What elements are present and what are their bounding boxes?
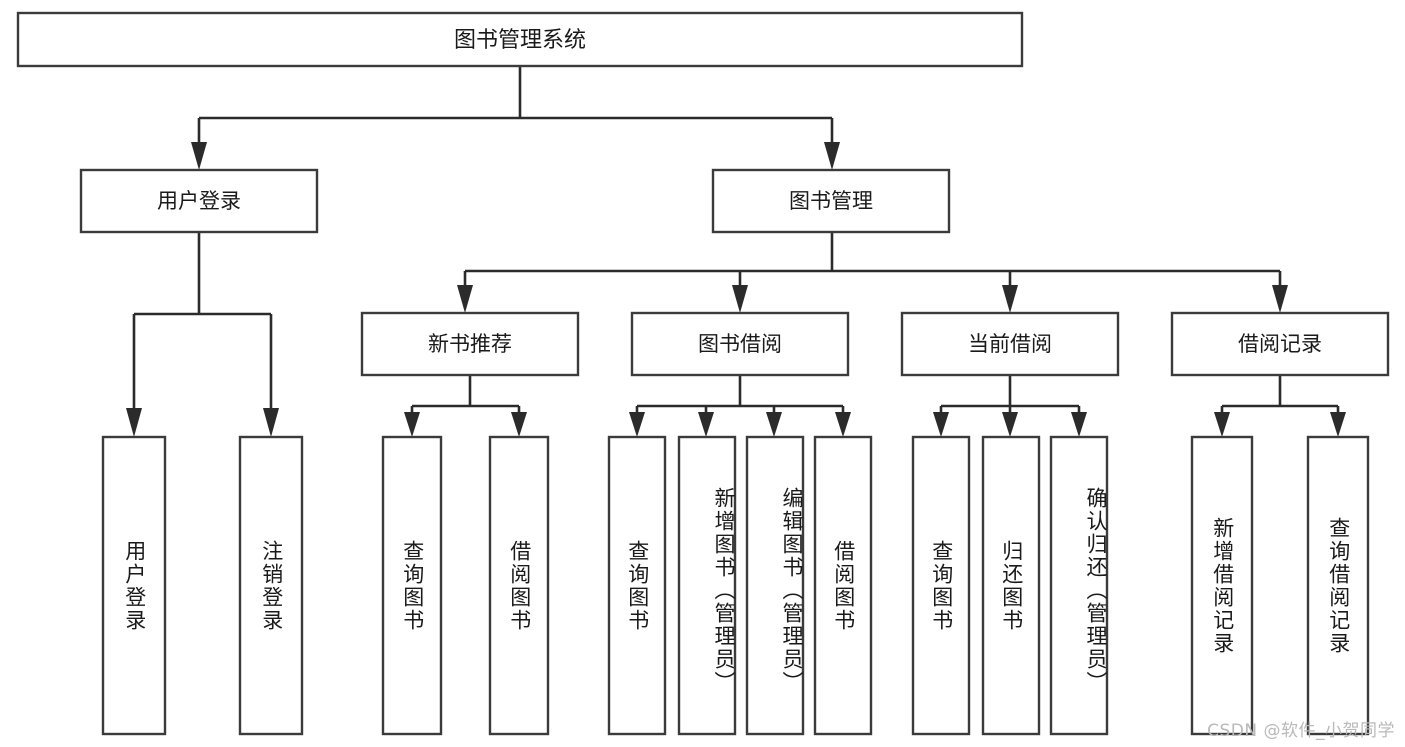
node-root-label: 图书管理系统: [454, 28, 586, 53]
node-book-manage[interactable]: 图书管理: [711, 168, 951, 234]
leaf-record-1[interactable]: [1190, 435, 1254, 736]
leaf-borrow-4[interactable]: [813, 435, 873, 736]
leaf-current-3[interactable]: [1049, 435, 1109, 736]
node-user-login[interactable]: 用户登录: [79, 168, 319, 234]
leaf-recommend-1[interactable]: [381, 435, 443, 736]
connector-record-to-leaves: [1214, 375, 1346, 437]
node-new-book-recommend[interactable]: 新书推荐: [360, 311, 580, 377]
node-borrow-record[interactable]: 借阅记录: [1170, 311, 1390, 377]
leaf-borrow-1[interactable]: [607, 435, 667, 736]
node-current-borrow-label: 当前借阅: [968, 332, 1052, 356]
leaf-user-login-1[interactable]: [101, 435, 167, 736]
leaf-user-login-2[interactable]: [238, 435, 304, 736]
node-book-borrow[interactable]: 图书借阅: [630, 311, 850, 377]
connector-userlogin-to-leaves: [126, 232, 279, 437]
node-book-borrow-label: 图书借阅: [698, 332, 782, 356]
node-new-book-recommend-label: 新书推荐: [428, 332, 512, 356]
node-borrow-record-label: 借阅记录: [1238, 332, 1322, 356]
connector-recommend-to-leaves: [404, 375, 527, 437]
connector-root-to-bus: [191, 66, 840, 170]
node-book-manage-label: 图书管理: [789, 189, 873, 213]
connector-bookmanage-to-level3: [457, 232, 1288, 313]
csdn-watermark: CSDN @软件_小贺同学: [1207, 721, 1395, 741]
leaf-record-2[interactable]: [1306, 435, 1370, 736]
node-root[interactable]: 图书管理系统: [16, 11, 1024, 68]
node-current-borrow[interactable]: 当前借阅: [900, 311, 1120, 377]
leaf-borrow-3[interactable]: [745, 435, 805, 736]
leaf-current-2[interactable]: [981, 435, 1041, 736]
node-user-login-label: 用户登录: [157, 189, 241, 213]
leaf-borrow-2[interactable]: [677, 435, 737, 736]
leaf-current-1[interactable]: [911, 435, 971, 736]
connector-borrow-to-leaves: [629, 375, 851, 437]
leaf-recommend-2[interactable]: [488, 435, 550, 736]
connector-current-to-leaves: [933, 375, 1087, 437]
